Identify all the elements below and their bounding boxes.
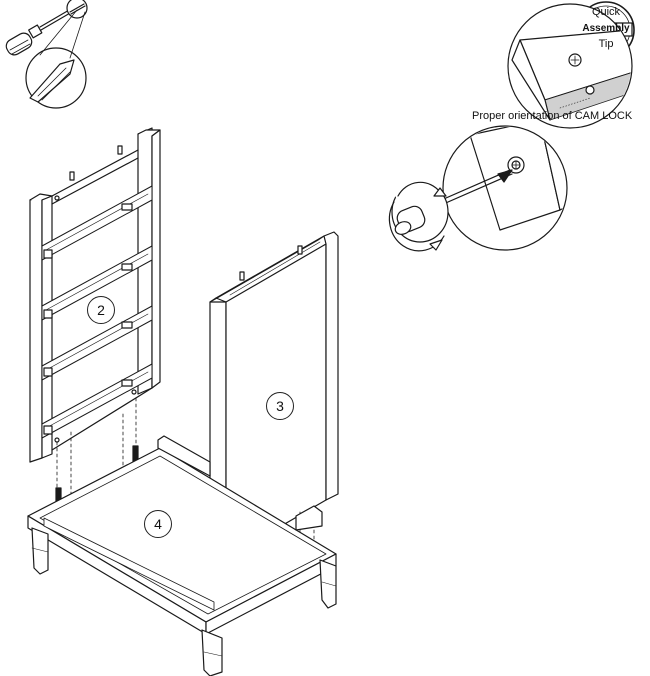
part-label-3: 3: [266, 392, 294, 420]
phillips-tip-detail-icon: [25, 9, 87, 109]
part-label-2: 2: [87, 296, 115, 324]
quick-tip-line-3: Tip: [598, 38, 614, 50]
panel-2-side-with-slides: [29, 127, 161, 503]
cam-lock-insertion-detail: [429, 125, 568, 251]
cam-lock-caption: Proper orientation of CAM LOCK: [472, 110, 633, 122]
quick-tip-line-2: Assembly: [582, 23, 630, 34]
screwdriver-icon: [5, 0, 88, 56]
panel-4-base: [27, 435, 337, 676]
part-label-4: 4: [144, 510, 172, 538]
rotation-arrow-icon: [388, 179, 449, 252]
cam-lock-detail: [507, 3, 633, 129]
quick-tip-line-1: Quick: [591, 6, 621, 18]
